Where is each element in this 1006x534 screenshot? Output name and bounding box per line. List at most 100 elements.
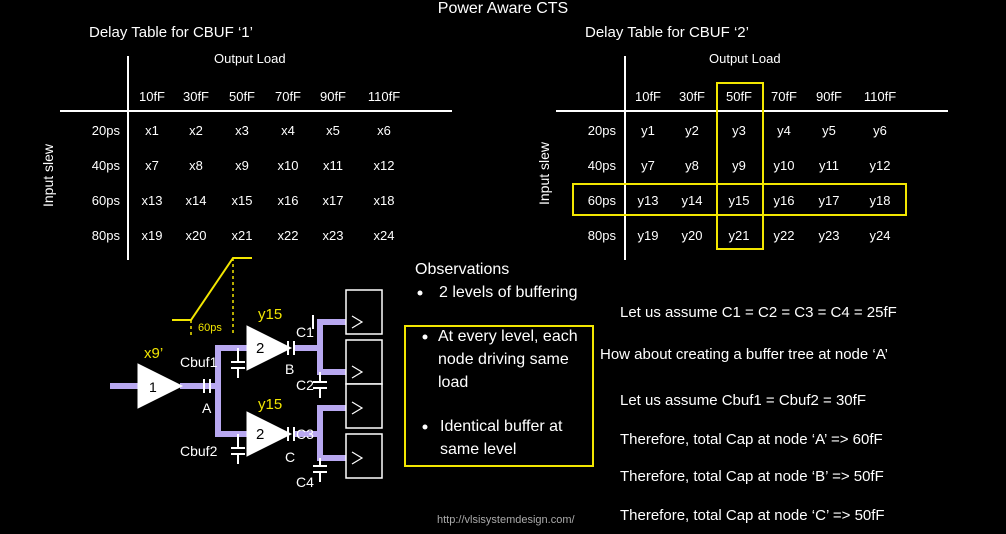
observations-heading: Observations [415,261,510,278]
total-cap-c: Therefore, total Cap at node ‘C’ => 50fF [620,507,885,524]
cbuf1-label: Cbuf1 [180,354,218,370]
node-a-label: A [202,400,212,416]
table1-cell: x16 [277,193,299,208]
buffer-2-bottom-delay: y15 [258,396,283,413]
table1-column-header: 30fF [182,89,209,104]
table1-column-header: 90fF [319,89,346,104]
table1-row-header: 60ps [91,193,120,208]
observation-2-line1: At every level, each [438,328,578,345]
table2-row-header: 40ps [587,158,616,173]
table1-cell: x18 [373,193,395,208]
slew-waveform [172,257,252,321]
slew-label: 60ps [198,322,222,334]
table2-column-header: 90fF [815,89,842,104]
table2-cell: y5 [822,123,836,138]
table1-cell: x13 [141,193,163,208]
buffer-1-label: 1 [149,379,157,395]
table2-column-header: 50fF [725,89,752,104]
table1-cell: x9 [235,158,249,173]
table1-cell: x21 [231,228,253,243]
table1-cell: x22 [277,228,299,243]
flip-flop-clock-marks [351,315,364,465]
table1-cell: x19 [141,228,163,243]
table2-cell: y16 [773,193,795,208]
table2-col-label: Output Load [709,51,781,66]
table2-cell: y24 [869,228,891,243]
total-cap-b: Therefore, total Cap at node ‘B’ => 50fF [620,468,884,485]
table2-cell: y21 [728,228,750,243]
table2-column-highlight [716,82,764,250]
total-cap-a: Therefore, total Cap at node ‘A’ => 60fF [620,431,883,448]
table1-cell: x15 [231,193,253,208]
table2-cell: y18 [869,193,891,208]
table2-cell: y3 [732,123,746,138]
table2-row-header: 80ps [587,228,616,243]
table1-cell: x5 [326,123,340,138]
table2-cell: y19 [637,228,659,243]
observation-1: 2 levels of buffering [439,284,578,301]
observation-2-line3: load [438,374,469,391]
table1-cell: x12 [373,158,395,173]
table2-cell: y8 [685,158,699,173]
bullet-dot-1 [417,290,423,296]
table2-cell: y1 [641,123,655,138]
table2-cell: y15 [728,193,750,208]
table2-cell: y14 [681,193,703,208]
observation-highlight-box [404,325,594,467]
c1-label: C1 [296,324,314,340]
table2-cell: y22 [773,228,795,243]
buffer-1-delay: x9’ [144,345,164,362]
assumption-cbuf: Let us assume Cbuf1 = Cbuf2 = 30fF [620,392,866,409]
table1-column-header: 110fF [367,89,401,104]
c2-label: C2 [296,377,314,393]
bullet-dot-2 [422,334,428,340]
table1-column-header: 50fF [228,89,255,104]
table2-column-header: 110fF [863,89,897,104]
table1-cell: x3 [235,123,249,138]
table1-row-header: 40ps [91,158,120,173]
table1-cell: x24 [373,228,395,243]
flip-flops [345,289,383,479]
table1-cell: x20 [185,228,207,243]
observation-2-line2: node driving same [438,351,569,368]
node-c-label: C [285,449,296,465]
table2-cell: y10 [773,158,795,173]
table2-cell: y12 [869,158,891,173]
table2-cell: y4 [777,123,791,138]
table1-column-header: 70fF [274,89,301,104]
table1-column-header: 10fF [138,89,165,104]
table2-cell: y20 [681,228,703,243]
page-title: Power Aware CTS [437,0,569,17]
buffer-1-shape [137,363,184,409]
c4-label: C4 [296,474,314,490]
observation-3-line2: same level [440,441,517,458]
buffer-2-bottom-label: 2 [256,426,265,443]
cbuf2-label: Cbuf2 [180,443,218,459]
table2-cell: y17 [818,193,840,208]
table1-col-label: Output Load [214,51,286,66]
bullet-dot-3 [422,424,428,430]
table2-cell: y7 [641,158,655,173]
buffer-2-bottom-shape [246,411,293,457]
table1-cell: x6 [377,123,391,138]
table2-cell: y6 [873,123,887,138]
buffer-2-top-label: 2 [256,340,265,357]
table2-column-header: 10fF [634,89,661,104]
table1-cell: x10 [277,158,299,173]
table2-cell: y2 [685,123,699,138]
table1-cell: x23 [322,228,344,243]
source-url[interactable]: http://vlsisystemdesign.com/ [437,514,575,526]
node-b-label: B [285,361,295,377]
table1-cell: x2 [189,123,203,138]
table1-row-header: 80ps [91,228,120,243]
table1-row-header: 20ps [91,123,120,138]
table1-cell: x8 [189,158,203,173]
table1-cell: x14 [185,193,207,208]
buffer-tree-question: How about creating a buffer tree at node… [600,346,888,363]
table1-cell: x7 [145,158,159,173]
table2-column-header: 70fF [770,89,797,104]
table2-row-header: 20ps [587,123,616,138]
table1-cell: x1 [145,123,159,138]
assumption-caps: Let us assume C1 = C2 = C3 = C4 = 25fF [620,304,897,321]
